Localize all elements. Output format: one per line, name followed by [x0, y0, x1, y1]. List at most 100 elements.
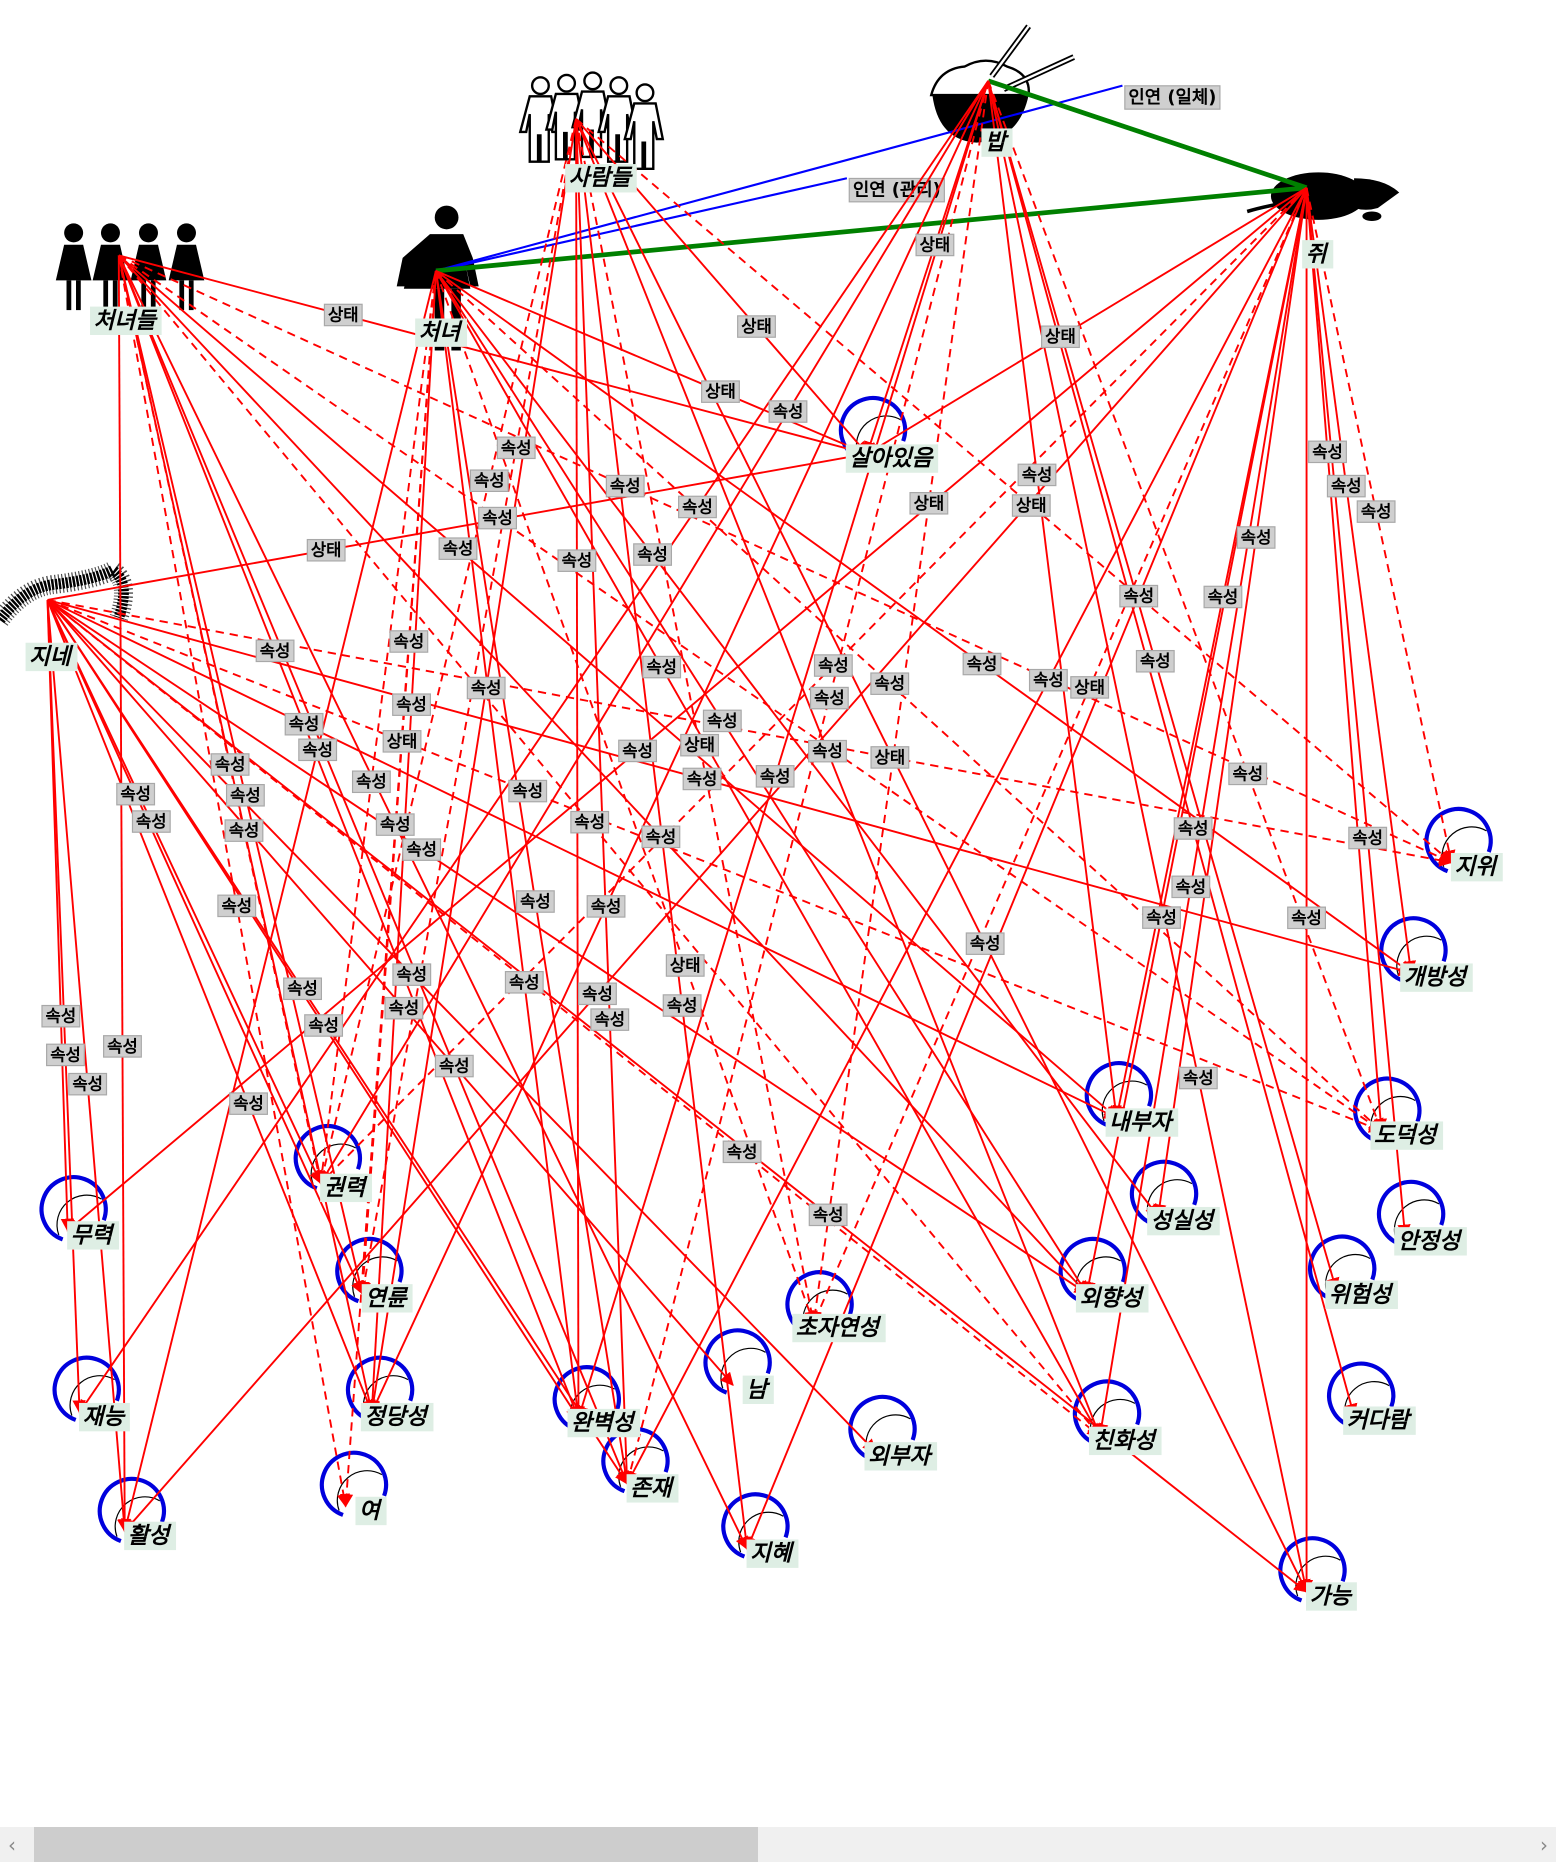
edge-label[interactable]: 속성 — [570, 810, 610, 834]
edge-maidens-alive[interactable] — [118, 254, 869, 458]
edge-centipede-power[interactable] — [46, 599, 322, 1185]
edge-label[interactable]: 속성 — [662, 994, 702, 1017]
people-outline-icon[interactable] — [518, 71, 665, 170]
relation-edge-blue[interactable] — [435, 177, 848, 272]
edge-label[interactable]: 속성 — [402, 838, 442, 861]
edge-centipede-male[interactable] — [46, 599, 734, 1387]
attribute-label-able[interactable]: 가능 — [1306, 1582, 1357, 1611]
edge-maidens-exist[interactable] — [117, 255, 629, 1485]
edge-label[interactable]: 속성 — [702, 709, 742, 733]
edge-centipede-insider[interactable] — [47, 599, 1118, 1119]
edge-rice-perfect[interactable] — [575, 80, 990, 1420]
relation-edge-green[interactable] — [987, 78, 1308, 191]
attribute-circle-wisdom[interactable] — [721, 1492, 790, 1559]
edge-label[interactable]: 속성 — [870, 672, 910, 695]
edge-label[interactable]: 속성 — [434, 1054, 474, 1078]
hub-label-centipede[interactable]: 지네 — [25, 642, 78, 672]
edge-label[interactable]: 속성 — [210, 753, 250, 776]
edge-label[interactable]: 속성 — [641, 825, 681, 849]
edge-label[interactable]: 속성 — [1135, 649, 1175, 673]
edge-maidens-extro[interactable] — [118, 254, 1088, 1295]
edge-label[interactable]: 속성 — [965, 932, 1005, 955]
attribute-label-extro[interactable]: 외향성 — [1075, 1284, 1149, 1313]
edge-label[interactable]: 속성 — [469, 469, 509, 492]
horizontal-scrollbar[interactable]: ‹ › — [0, 1827, 1556, 1862]
edge-label[interactable]: 속성 — [304, 1014, 344, 1037]
edge-label[interactable]: 속성 — [1028, 668, 1068, 692]
edge-maiden-power[interactable] — [315, 270, 437, 1185]
edge-centipede-friendly[interactable] — [46, 599, 1101, 1437]
edge-label[interactable]: 속성 — [633, 543, 673, 566]
edge-label[interactable]: 속성 — [1173, 817, 1213, 840]
attribute-circle-female[interactable] — [319, 1450, 389, 1517]
attribute-label-alive[interactable]: 살아있음 — [845, 444, 939, 473]
edge-label[interactable]: 상태 — [1070, 676, 1110, 699]
attribute-circle-legit[interactable] — [346, 1355, 415, 1422]
edge-rat-friendly[interactable] — [1095, 187, 1308, 1438]
attribute-circle-status[interactable] — [1424, 806, 1493, 874]
edge-centipede-alive[interactable] — [47, 449, 869, 601]
edge-rat-stable[interactable] — [1305, 187, 1411, 1238]
relation-edge-blue[interactable] — [435, 84, 1123, 272]
edge-rat-sincere[interactable] — [1153, 187, 1308, 1218]
edge-centipede-exist[interactable] — [46, 599, 628, 1485]
edge-label[interactable]: 속성 — [755, 765, 795, 788]
edge-label[interactable]: 속성 — [515, 890, 555, 913]
attribute-circle-powerless[interactable] — [39, 1175, 108, 1242]
edge-label[interactable]: 속성 — [389, 630, 429, 653]
edge-label[interactable]: 속성 — [1356, 500, 1396, 523]
edge-maiden-super[interactable] — [435, 270, 816, 1325]
edge-label[interactable]: 속성 — [351, 770, 391, 794]
edge-maiden-exist[interactable] — [434, 270, 632, 1485]
scroll-left-arrow-icon[interactable]: ‹ — [8, 1833, 16, 1857]
edge-label[interactable]: 속성 — [678, 495, 717, 519]
edge-rice-talent[interactable] — [78, 80, 990, 1414]
edge-centipede-legit[interactable] — [46, 599, 374, 1414]
edge-label[interactable]: 속성 — [392, 963, 432, 986]
edge-label[interactable]: 속성 — [224, 819, 264, 842]
edge-label[interactable]: 속성 — [217, 894, 257, 918]
edge-rice-risk[interactable] — [987, 80, 1340, 1292]
attribute-circle-outsider[interactable] — [848, 1394, 917, 1462]
scroll-right-arrow-icon[interactable]: › — [1540, 1833, 1548, 1857]
edge-label[interactable]: 속성 — [375, 813, 415, 836]
edge-maidens-wisdom[interactable] — [117, 255, 748, 1551]
edge-label[interactable]: 속성 — [1171, 875, 1211, 899]
edge-label[interactable]: 속성 — [68, 1072, 108, 1096]
edge-maidens-active[interactable] — [117, 255, 132, 1533]
attribute-label-power[interactable]: 권력 — [320, 1173, 373, 1203]
attribute-circle-super[interactable] — [785, 1270, 854, 1337]
edge-label[interactable]: 속성 — [962, 652, 1002, 676]
edge-label[interactable]: 속성 — [508, 779, 548, 803]
edge-centipede-moral[interactable] — [47, 599, 1383, 1133]
edge-maiden-sincere[interactable] — [435, 270, 1159, 1218]
edge-label[interactable]: 속성 — [605, 474, 645, 498]
attribute-circle-age[interactable] — [335, 1236, 404, 1304]
edge-people-power[interactable] — [317, 118, 578, 1185]
edge-label[interactable]: 속성 — [466, 676, 506, 700]
edge-label[interactable]: 속성 — [504, 971, 544, 994]
edge-label[interactable]: 속성 — [46, 1043, 85, 1067]
attribute-label-risk[interactable]: 위험성 — [1325, 1280, 1398, 1309]
edge-label[interactable]: 속성 — [682, 767, 722, 791]
relation-label[interactable]: 인연 (관리) — [848, 177, 945, 203]
attribute-circle-insider[interactable] — [1084, 1061, 1153, 1128]
edge-people-exist[interactable] — [575, 118, 634, 1485]
edge-label[interactable]: 상태 — [909, 492, 949, 515]
edge-rat-alive[interactable] — [865, 186, 1308, 455]
attribute-circle-friendly[interactable] — [1072, 1379, 1142, 1446]
edge-label[interactable]: 속성 — [229, 1092, 268, 1115]
attribute-label-friendly[interactable]: 친화성 — [1088, 1426, 1162, 1456]
edge-rat-open[interactable] — [1305, 187, 1417, 975]
edge-maidens-status[interactable] — [118, 254, 1453, 864]
edge-centipede-outsider[interactable] — [46, 599, 877, 1453]
attribute-label-super[interactable]: 초자연성 — [792, 1313, 886, 1343]
attribute-label-open[interactable]: 개방성 — [1400, 963, 1473, 992]
edge-label[interactable]: 속성 — [392, 693, 431, 716]
attribute-label-insider[interactable]: 내부자 — [1105, 1108, 1179, 1137]
edge-label[interactable]: 속성 — [590, 1008, 630, 1031]
attribute-label-perfect[interactable]: 완벽성 — [567, 1408, 641, 1438]
edge-rat-active[interactable] — [123, 187, 1308, 1533]
edge-maidens-insider[interactable] — [118, 254, 1118, 1119]
edge-label[interactable]: 속성 — [478, 506, 518, 530]
